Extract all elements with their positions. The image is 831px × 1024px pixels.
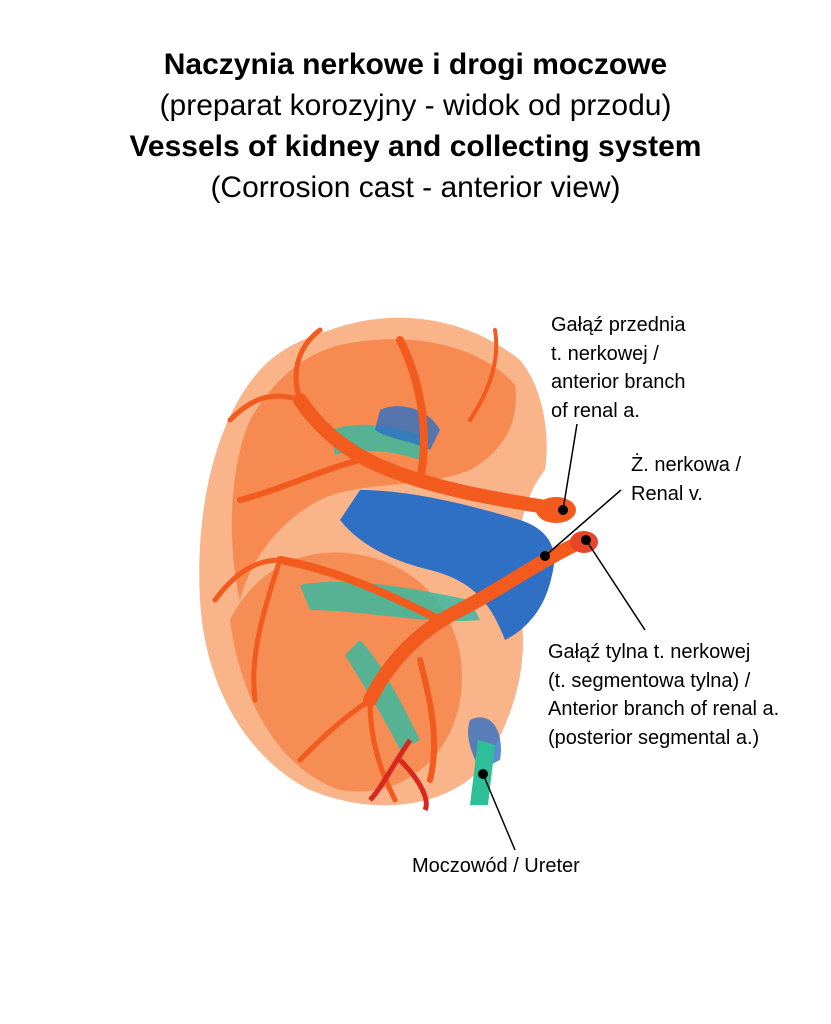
label-line: anterior branch [551, 371, 686, 393]
label-ureter: Moczowód / Ureter [412, 852, 580, 881]
subtitle-polish: (preparat korozyjny - widok od przodu) [159, 89, 672, 122]
collecting-system [300, 424, 480, 750]
label-posterior-branch: Gałąź tylna t. nerkowej (t. segmentowa t… [548, 638, 779, 752]
label-line: Anterior branch of renal a. [548, 698, 780, 720]
anterior-branch-marker [558, 505, 568, 515]
subtitle-english: (Corrosion cast - anterior view) [210, 171, 621, 204]
anterior-branch-stump [536, 497, 576, 523]
label-line: Renal v. [631, 482, 703, 505]
leader-lines [482, 423, 646, 851]
title-english: Vessels of kidney and collecting system [129, 130, 702, 163]
renal-vein [340, 490, 555, 640]
renal-vein-marker [540, 551, 550, 561]
posterior-branch-marker [581, 535, 591, 545]
label-line: of renal a. [551, 399, 640, 422]
arterial-branches [212, 327, 592, 803]
ureter-marker [478, 769, 488, 779]
label-line: (posterior segmental a.) [548, 726, 760, 749]
label-line: (t. segmentowa tylna) / [548, 669, 751, 692]
title-polish: Naczynia nerkowe i drogi moczowe [163, 48, 668, 81]
label-line: Gałąź przednia [551, 314, 686, 336]
label-line: t. nerkowej / [551, 342, 659, 365]
label-renal-vein: Ż. nerkowa / Renal v. [631, 451, 741, 508]
label-line: Gałąź tylna t. nerkowej [548, 641, 751, 663]
label-line: Ż. nerkowa / [631, 454, 742, 476]
title-block: Naczynia nerkowe i drogi moczowe (prepar… [0, 44, 831, 208]
label-anterior-branch: Gałąź przednia t. nerkowej / anterior br… [551, 311, 686, 425]
label-line: Moczowód / Ureter [412, 855, 580, 877]
